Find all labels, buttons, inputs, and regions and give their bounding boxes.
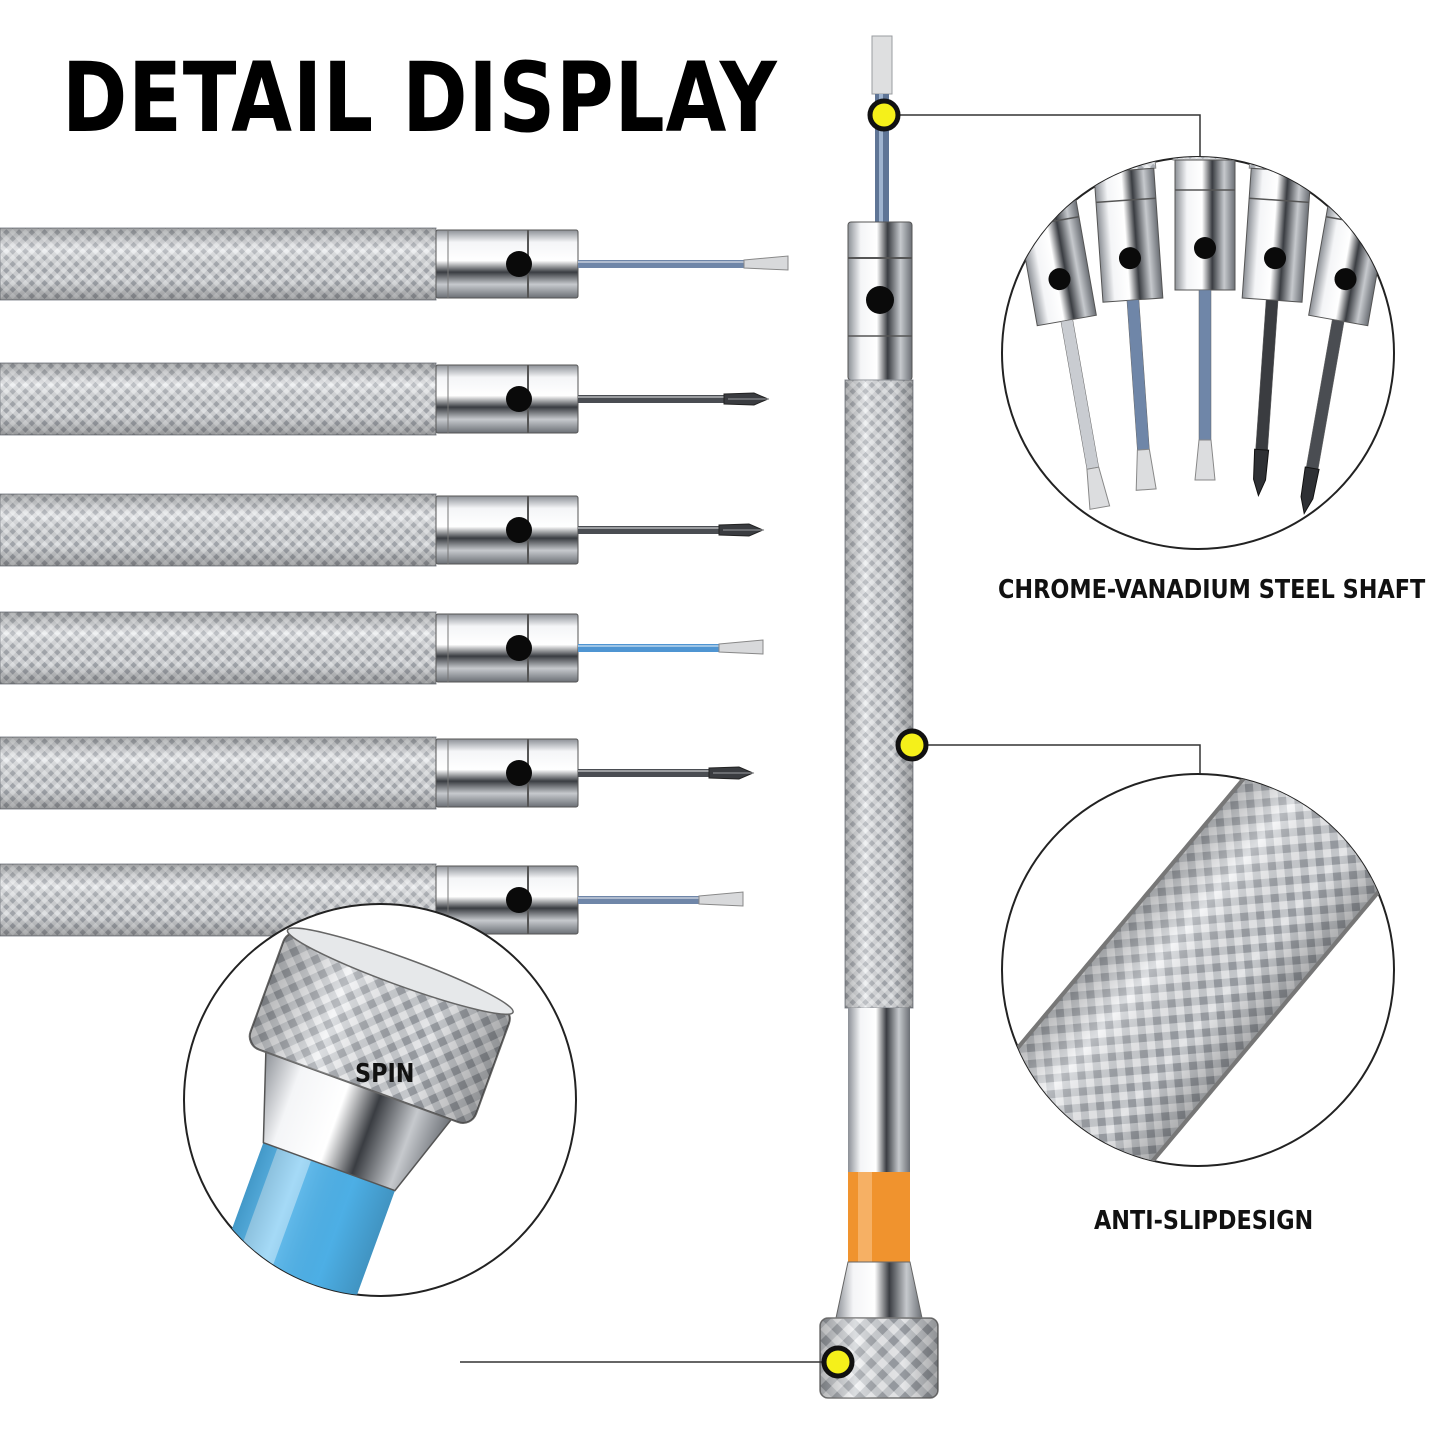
set-screw-hole [506, 635, 532, 661]
screwdriver-set [0, 227, 789, 937]
detail-circle-cap [183, 903, 577, 1297]
set-screw-hole [506, 251, 532, 277]
screwdriver-4 [0, 611, 764, 685]
main-screwdriver [819, 35, 939, 1399]
screwdriver-2 [0, 362, 770, 436]
head-closeup-3 [1172, 157, 1238, 481]
bit-shaft [578, 526, 727, 534]
bit-shaft [578, 644, 727, 652]
flat-tip [718, 639, 764, 655]
marker-grip [895, 728, 929, 762]
flat-tip [698, 891, 744, 907]
bit-shaft [578, 896, 707, 904]
page-title: DETAIL DISPLAY [62, 42, 778, 154]
marker-shaft [867, 98, 901, 132]
label-chrome-vanadium-shaft: CHROME-VANADIUM STEEL SHAFT [998, 575, 1426, 605]
marker-cap [821, 1345, 855, 1379]
set-screw-hole [506, 517, 532, 543]
set-screw-hole [506, 887, 532, 913]
bit-shaft [578, 260, 752, 268]
detail-circle-tips [1001, 156, 1395, 550]
label-spin: SPIN [355, 1059, 415, 1089]
bit-shaft [578, 395, 732, 403]
detail-circle-grip [1001, 773, 1395, 1167]
set-screw-hole [506, 386, 532, 412]
set-screw-hole [506, 760, 532, 786]
screwdriver-3 [0, 493, 765, 567]
flat-tip [743, 255, 789, 271]
screwdriver-1 [0, 227, 789, 301]
label-anti-slip-design: ANTI-SLIPDESIGN [1094, 1206, 1314, 1236]
screwdriver-5 [0, 736, 755, 810]
callout-markers [821, 98, 929, 1379]
callout-lines [460, 114, 1201, 1363]
bit-shaft [578, 769, 717, 777]
